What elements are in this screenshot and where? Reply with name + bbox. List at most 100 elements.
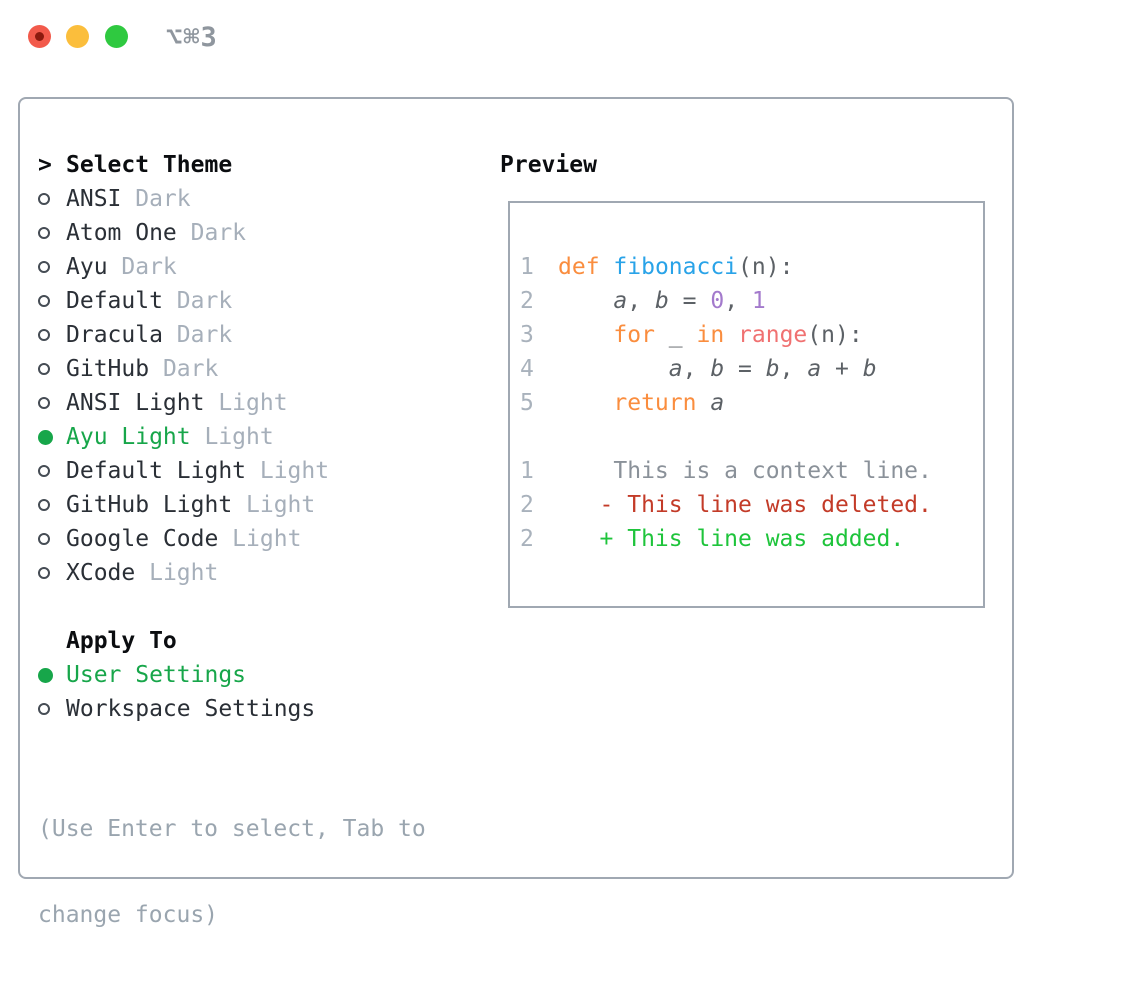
code-content: This is a context line.: [558, 458, 932, 484]
option-name: Default Light: [66, 458, 247, 484]
option-badge: Dark: [176, 220, 247, 246]
code-token: [696, 390, 710, 416]
option-badge: Light: [246, 458, 330, 484]
code-line: 4 a, b = b, a + b: [512, 352, 932, 386]
window: { "window": { "shortcut_label": "⌥⌘3" },…: [0, 0, 1140, 934]
code-token: a: [613, 288, 628, 314]
code-content: for _ in range(n):: [558, 322, 862, 348]
apply-to-title-text: Apply To: [66, 628, 177, 654]
preview-title: Preview: [500, 152, 597, 178]
option-name: Atom One: [66, 220, 177, 246]
code-token: =: [724, 356, 766, 382]
apply-option[interactable]: User Settings: [38, 658, 426, 692]
theme-option[interactable]: Default Light Light: [38, 454, 426, 488]
option-name: ANSI: [66, 186, 122, 212]
code-token: _: [654, 322, 697, 348]
code-token: a: [710, 390, 725, 416]
code-token: range: [738, 322, 808, 348]
apply-option[interactable]: Workspace Settings: [38, 692, 426, 726]
line-number: 2: [520, 526, 534, 552]
spacer: [38, 726, 426, 760]
close-button[interactable]: [28, 25, 51, 48]
apply-options: User Settings Workspace Settings: [38, 658, 426, 726]
code-token: a: [668, 356, 683, 382]
option-name: XCode: [66, 560, 136, 586]
option-badge: Dark: [107, 254, 177, 280]
theme-option[interactable]: Atom One Dark: [38, 216, 426, 250]
theme-options: ANSI Dark Atom One Dark Ayu Dark Default…: [38, 182, 426, 590]
radio-icon: [38, 386, 66, 420]
theme-option[interactable]: Dracula Dark: [38, 318, 426, 352]
apply-to-title: Apply To: [38, 624, 426, 658]
theme-option[interactable]: Ayu Light Light: [38, 420, 426, 454]
code-token: fibonacci: [613, 254, 739, 280]
help-text-line-1: (Use Enter to select, Tab to: [38, 816, 426, 842]
code-content: + This line was added.: [558, 526, 905, 552]
code-token: b: [765, 356, 780, 382]
theme-option[interactable]: XCode Light: [38, 556, 426, 590]
option-name: Default: [66, 288, 163, 314]
help-text: (Use Enter to select, Tab to change focu…: [38, 760, 426, 984]
zoom-button[interactable]: [105, 25, 128, 48]
radio-icon: [38, 692, 66, 726]
option-name: ANSI Light: [66, 390, 205, 416]
theme-option[interactable]: Default Dark: [38, 284, 426, 318]
code-token: for: [613, 322, 655, 348]
code-token: a: [807, 356, 822, 382]
line-number: 2: [520, 288, 534, 314]
preview-box: [508, 201, 985, 608]
line-number: 4: [520, 356, 534, 382]
radio-icon: [38, 658, 66, 692]
theme-list-title-text: Select Theme: [66, 152, 233, 178]
code-token: [558, 322, 613, 348]
code-token: return: [613, 390, 697, 416]
code-content: a, b = b, a + b: [558, 356, 877, 382]
theme-option[interactable]: GitHub Dark: [38, 352, 426, 386]
code-line: 1 This is a context line.: [512, 454, 932, 488]
code-token: [600, 254, 614, 280]
code-token: [558, 288, 613, 314]
theme-option[interactable]: ANSI Dark: [38, 182, 426, 216]
option-badge: Dark: [121, 186, 191, 212]
code-token: 1: [751, 288, 766, 314]
code-token: +: [821, 356, 863, 382]
code-content: def fibonacci(n):: [558, 254, 793, 280]
theme-option[interactable]: Ayu Dark: [38, 250, 426, 284]
line-number: 1: [520, 458, 534, 484]
radio-icon: [38, 488, 66, 522]
radio-icon: [38, 284, 66, 318]
code-token: b: [654, 288, 669, 314]
option-badge: Dark: [162, 322, 233, 348]
code-token: [558, 356, 669, 382]
code-token: def: [558, 254, 600, 280]
code-token: [724, 322, 738, 348]
code-token: (n):: [738, 254, 794, 280]
option-name: Google Code: [66, 526, 219, 552]
theme-option[interactable]: Google Code Light: [38, 522, 426, 556]
theme-option[interactable]: GitHub Light Light: [38, 488, 426, 522]
code-token: - This line was deleted.: [558, 492, 932, 518]
option-badge: Dark: [162, 288, 233, 314]
theme-option[interactable]: ANSI Light Light: [38, 386, 426, 420]
code-line: 2 - This line was deleted.: [512, 488, 932, 522]
radio-icon: [38, 318, 66, 352]
option-name: GitHub: [66, 356, 150, 382]
option-badge: Light: [232, 492, 316, 518]
code-token: This is a context line.: [558, 458, 932, 484]
option-badge: Light: [135, 560, 219, 586]
minimize-button[interactable]: [66, 25, 89, 48]
radio-icon: [38, 522, 66, 556]
code-token: [558, 390, 613, 416]
code-line: [512, 420, 932, 454]
option-name: Workspace Settings: [66, 696, 316, 722]
radio-icon: [38, 556, 66, 590]
code-content: - This line was deleted.: [558, 492, 932, 518]
option-badge: Light: [190, 424, 274, 450]
radio-icon: [38, 216, 66, 250]
spacer: [38, 590, 426, 624]
line-number: 2: [520, 492, 534, 518]
option-name: User Settings: [66, 662, 247, 688]
option-name: Dracula: [66, 322, 163, 348]
